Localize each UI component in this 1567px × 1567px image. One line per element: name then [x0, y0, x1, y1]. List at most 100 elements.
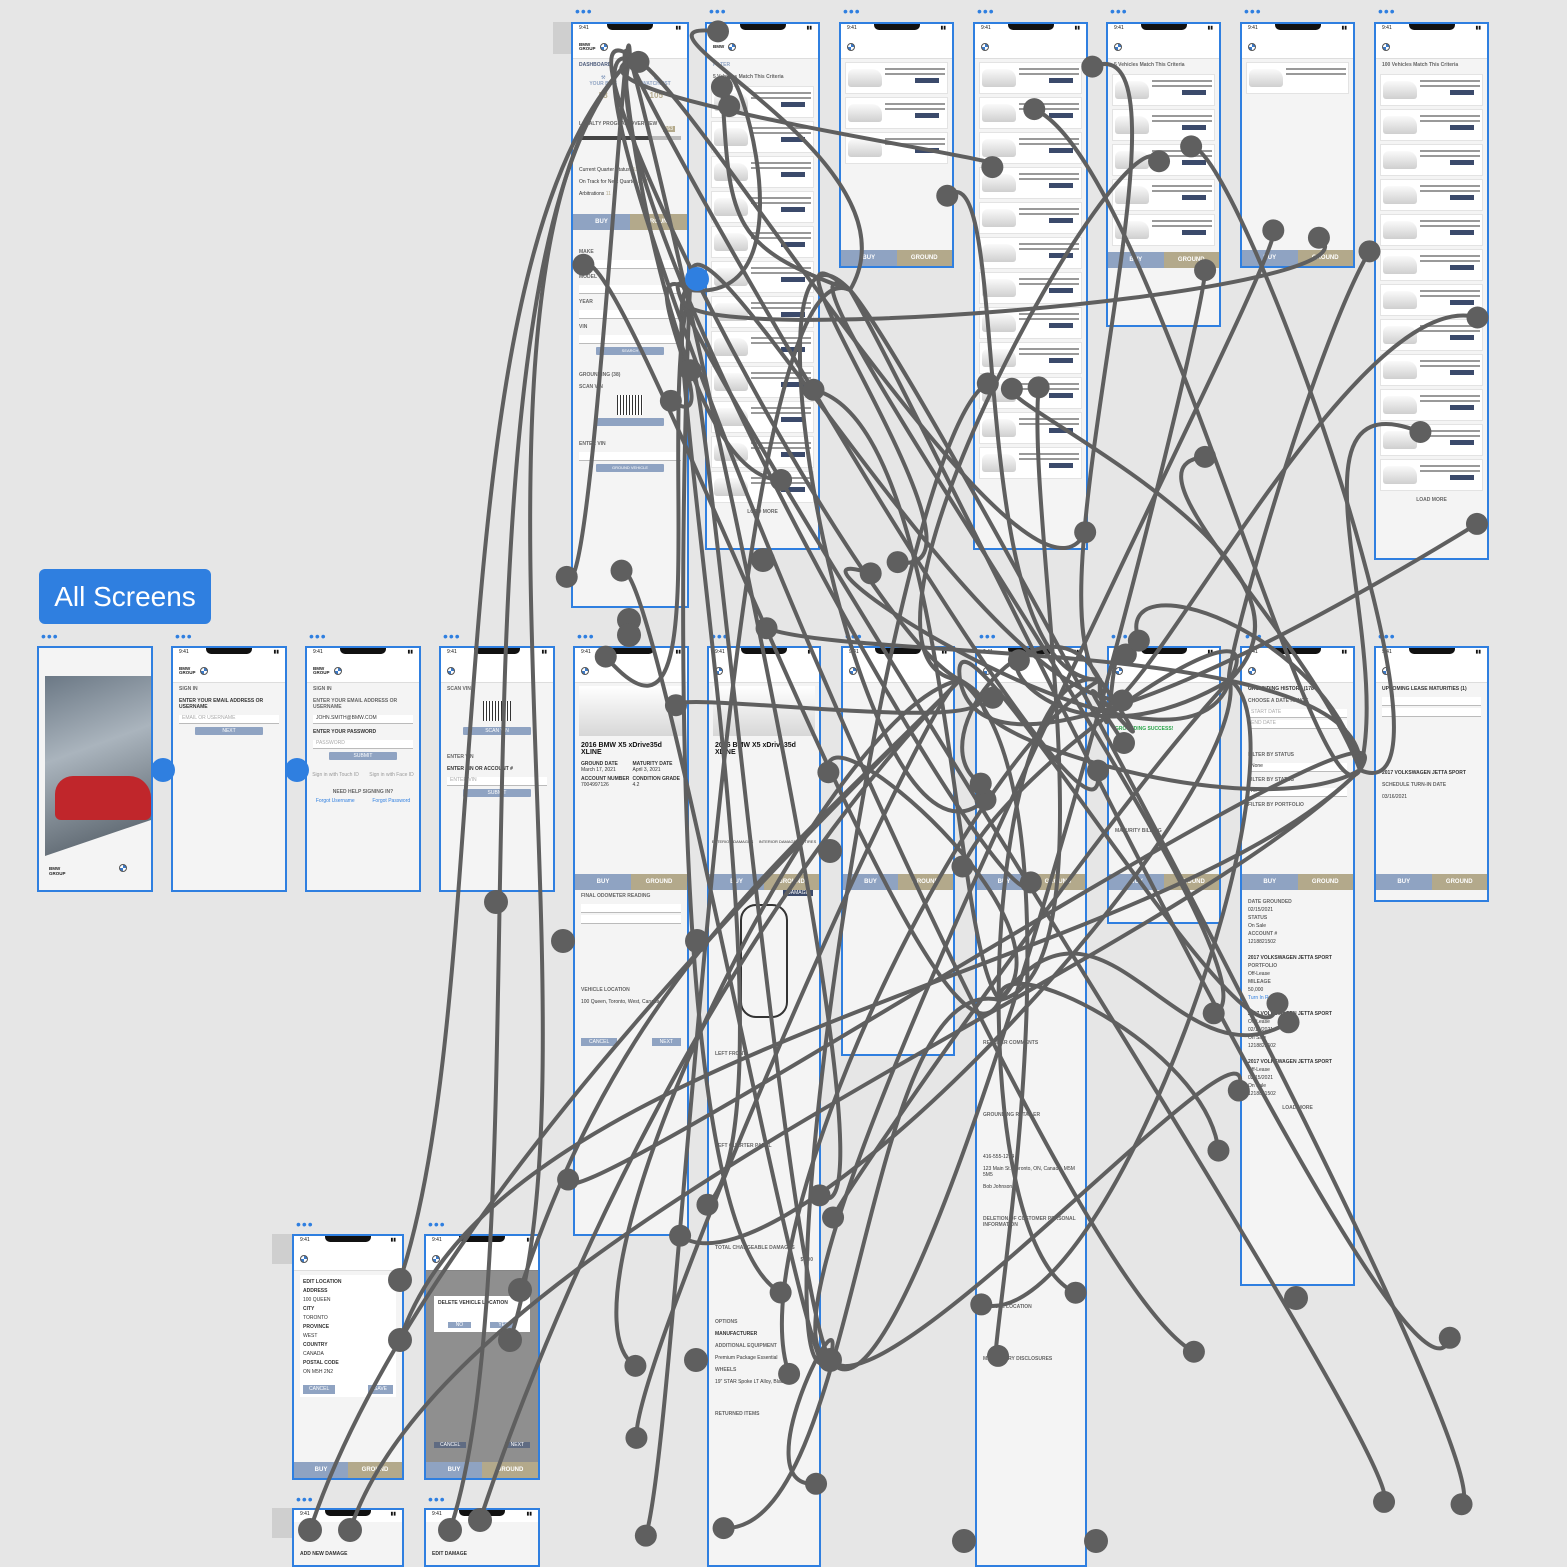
- ground-tab[interactable]: GROUND: [348, 1462, 402, 1478]
- start-date-input[interactable]: [1382, 697, 1481, 706]
- watchlist-count[interactable]: 105: [649, 91, 663, 100]
- city-field[interactable]: TORONTO: [303, 1315, 328, 1321]
- scan-vin-button[interactable]: [595, 418, 665, 426]
- prototype-node[interactable]: [981, 156, 1004, 179]
- prototype-node[interactable]: [1194, 259, 1217, 282]
- board-handle[interactable]: •••: [709, 3, 727, 19]
- chevron-icon[interactable]: [484, 890, 508, 914]
- prototype-node[interactable]: [1465, 512, 1488, 535]
- model-select[interactable]: [579, 285, 681, 294]
- board-handle[interactable]: •••: [443, 628, 461, 644]
- prototype-node[interactable]: [987, 1344, 1010, 1367]
- prototype-node[interactable]: [1373, 1490, 1396, 1513]
- year-select[interactable]: [579, 310, 681, 319]
- prototype-node[interactable]: [625, 1426, 648, 1449]
- list-item[interactable]: [979, 167, 1082, 199]
- chevron-icon[interactable]: [818, 839, 842, 863]
- list-item[interactable]: [1380, 249, 1483, 281]
- submit-button[interactable]: SUBMIT: [329, 752, 397, 760]
- tires-tab[interactable]: TIRES: [804, 839, 817, 844]
- prototype-node[interactable]: [1262, 219, 1285, 242]
- board-handle[interactable]: •••: [1244, 3, 1262, 19]
- prototype-node[interactable]: [1027, 376, 1050, 399]
- board-handle[interactable]: •••: [979, 628, 997, 644]
- prototype-node[interactable]: [1148, 150, 1171, 173]
- chevron-icon[interactable]: [1084, 1529, 1108, 1553]
- prototype-node[interactable]: [388, 1328, 412, 1352]
- prototype-node[interactable]: [1227, 1079, 1250, 1102]
- turn-in-receipt-link[interactable]: Turn In Receipt: [1248, 995, 1282, 1001]
- screen-grounding-history[interactable]: 9:41▮▮ GROUNDING HISTORY (1784) CHOOSE A…: [1240, 646, 1355, 1286]
- screen-listing-3[interactable]: 9:41▮▮: [973, 22, 1088, 550]
- prototype-node[interactable]: [388, 1268, 412, 1292]
- cancel-button[interactable]: CANCEL: [434, 1442, 467, 1448]
- prototype-node[interactable]: [1111, 689, 1134, 712]
- vin-input[interactable]: [579, 335, 681, 344]
- prototype-node[interactable]: [969, 772, 992, 795]
- prototype-node[interactable]: [1007, 649, 1030, 672]
- email-field[interactable]: EMAIL OR USERNAME: [179, 715, 279, 724]
- chevron-icon[interactable]: [1284, 1286, 1308, 1310]
- prototype-node[interactable]: [664, 694, 687, 717]
- chevron-icon[interactable]: [818, 1348, 842, 1372]
- odometer-input[interactable]: [581, 904, 681, 913]
- list-item[interactable]: [1246, 62, 1349, 94]
- list-item[interactable]: [1380, 74, 1483, 106]
- forgot-password-link[interactable]: Forgot Password: [372, 798, 411, 804]
- board-handle[interactable]: •••: [843, 3, 861, 19]
- prototype-node[interactable]: [298, 1518, 322, 1542]
- prototype-node[interactable]: [808, 1184, 831, 1207]
- prototype-node[interactable]: [976, 372, 999, 395]
- prototype-node[interactable]: [1277, 1011, 1300, 1034]
- chevron-icon[interactable]: [952, 1529, 976, 1553]
- buy-tab[interactable]: BUY: [575, 874, 631, 890]
- list-item[interactable]: [845, 97, 948, 129]
- board-handle[interactable]: •••: [41, 628, 59, 644]
- prototype-node[interactable]: [1086, 759, 1109, 782]
- next-button[interactable]: NEXT: [195, 727, 263, 735]
- prototype-node[interactable]: [557, 1168, 580, 1191]
- prototype-node[interactable]: [555, 565, 578, 588]
- save-button[interactable]: SAVE: [368, 1385, 393, 1394]
- prototype-node[interactable]: [659, 389, 682, 412]
- list-item[interactable]: [1380, 424, 1483, 456]
- prototype-node[interactable]: [802, 378, 825, 401]
- prototype-node[interactable]: [1023, 98, 1046, 121]
- list-item[interactable]: [979, 447, 1082, 479]
- no-button[interactable]: NO: [447, 1322, 472, 1328]
- next-button[interactable]: NEXT: [504, 1442, 530, 1448]
- board-handle[interactable]: •••: [175, 628, 193, 644]
- prototype-node[interactable]: [498, 1328, 522, 1352]
- prototype-node[interactable]: [1114, 643, 1137, 666]
- country-field[interactable]: CANADA: [303, 1351, 324, 1357]
- list-item[interactable]: [979, 62, 1082, 94]
- confirm-odometer-input[interactable]: [581, 915, 681, 924]
- prototype-node[interactable]: [1127, 629, 1150, 652]
- list-item[interactable]: [1380, 284, 1483, 316]
- list-item[interactable]: [1380, 109, 1483, 141]
- prototype-node[interactable]: [468, 1508, 492, 1532]
- list-item[interactable]: [1380, 354, 1483, 386]
- board-handle[interactable]: •••: [1110, 3, 1128, 19]
- buy-tab[interactable]: BUY: [709, 874, 764, 890]
- list-item[interactable]: [1380, 389, 1483, 421]
- email-field[interactable]: JOHN.SMITH@BMW.COM: [313, 715, 413, 724]
- prototype-node[interactable]: [1182, 1340, 1205, 1363]
- vin-input[interactable]: ENTER VIN: [447, 777, 547, 786]
- buy-tab[interactable]: BUY: [1376, 874, 1432, 890]
- prototype-node[interactable]: [1180, 135, 1203, 158]
- prototype-node[interactable]: [1202, 1002, 1225, 1025]
- enter-vin-input[interactable]: [579, 452, 681, 461]
- screen-lease-maturities[interactable]: 9:41▮▮ UPCOMING LEASE MATURITIES (1) 201…: [1374, 646, 1489, 902]
- submit-button[interactable]: SUBMIT: [463, 789, 531, 797]
- board-handle[interactable]: •••: [577, 628, 595, 644]
- prototype-node[interactable]: [778, 1362, 801, 1385]
- ground-tab[interactable]: GROUND: [1431, 874, 1487, 890]
- board-handle[interactable]: •••: [309, 628, 327, 644]
- forgot-username-link[interactable]: Forgot Username: [315, 798, 355, 804]
- status-select-2[interactable]: All: [1248, 788, 1347, 797]
- prototype-node[interactable]: [707, 20, 729, 43]
- board-handle[interactable]: •••: [1378, 3, 1396, 19]
